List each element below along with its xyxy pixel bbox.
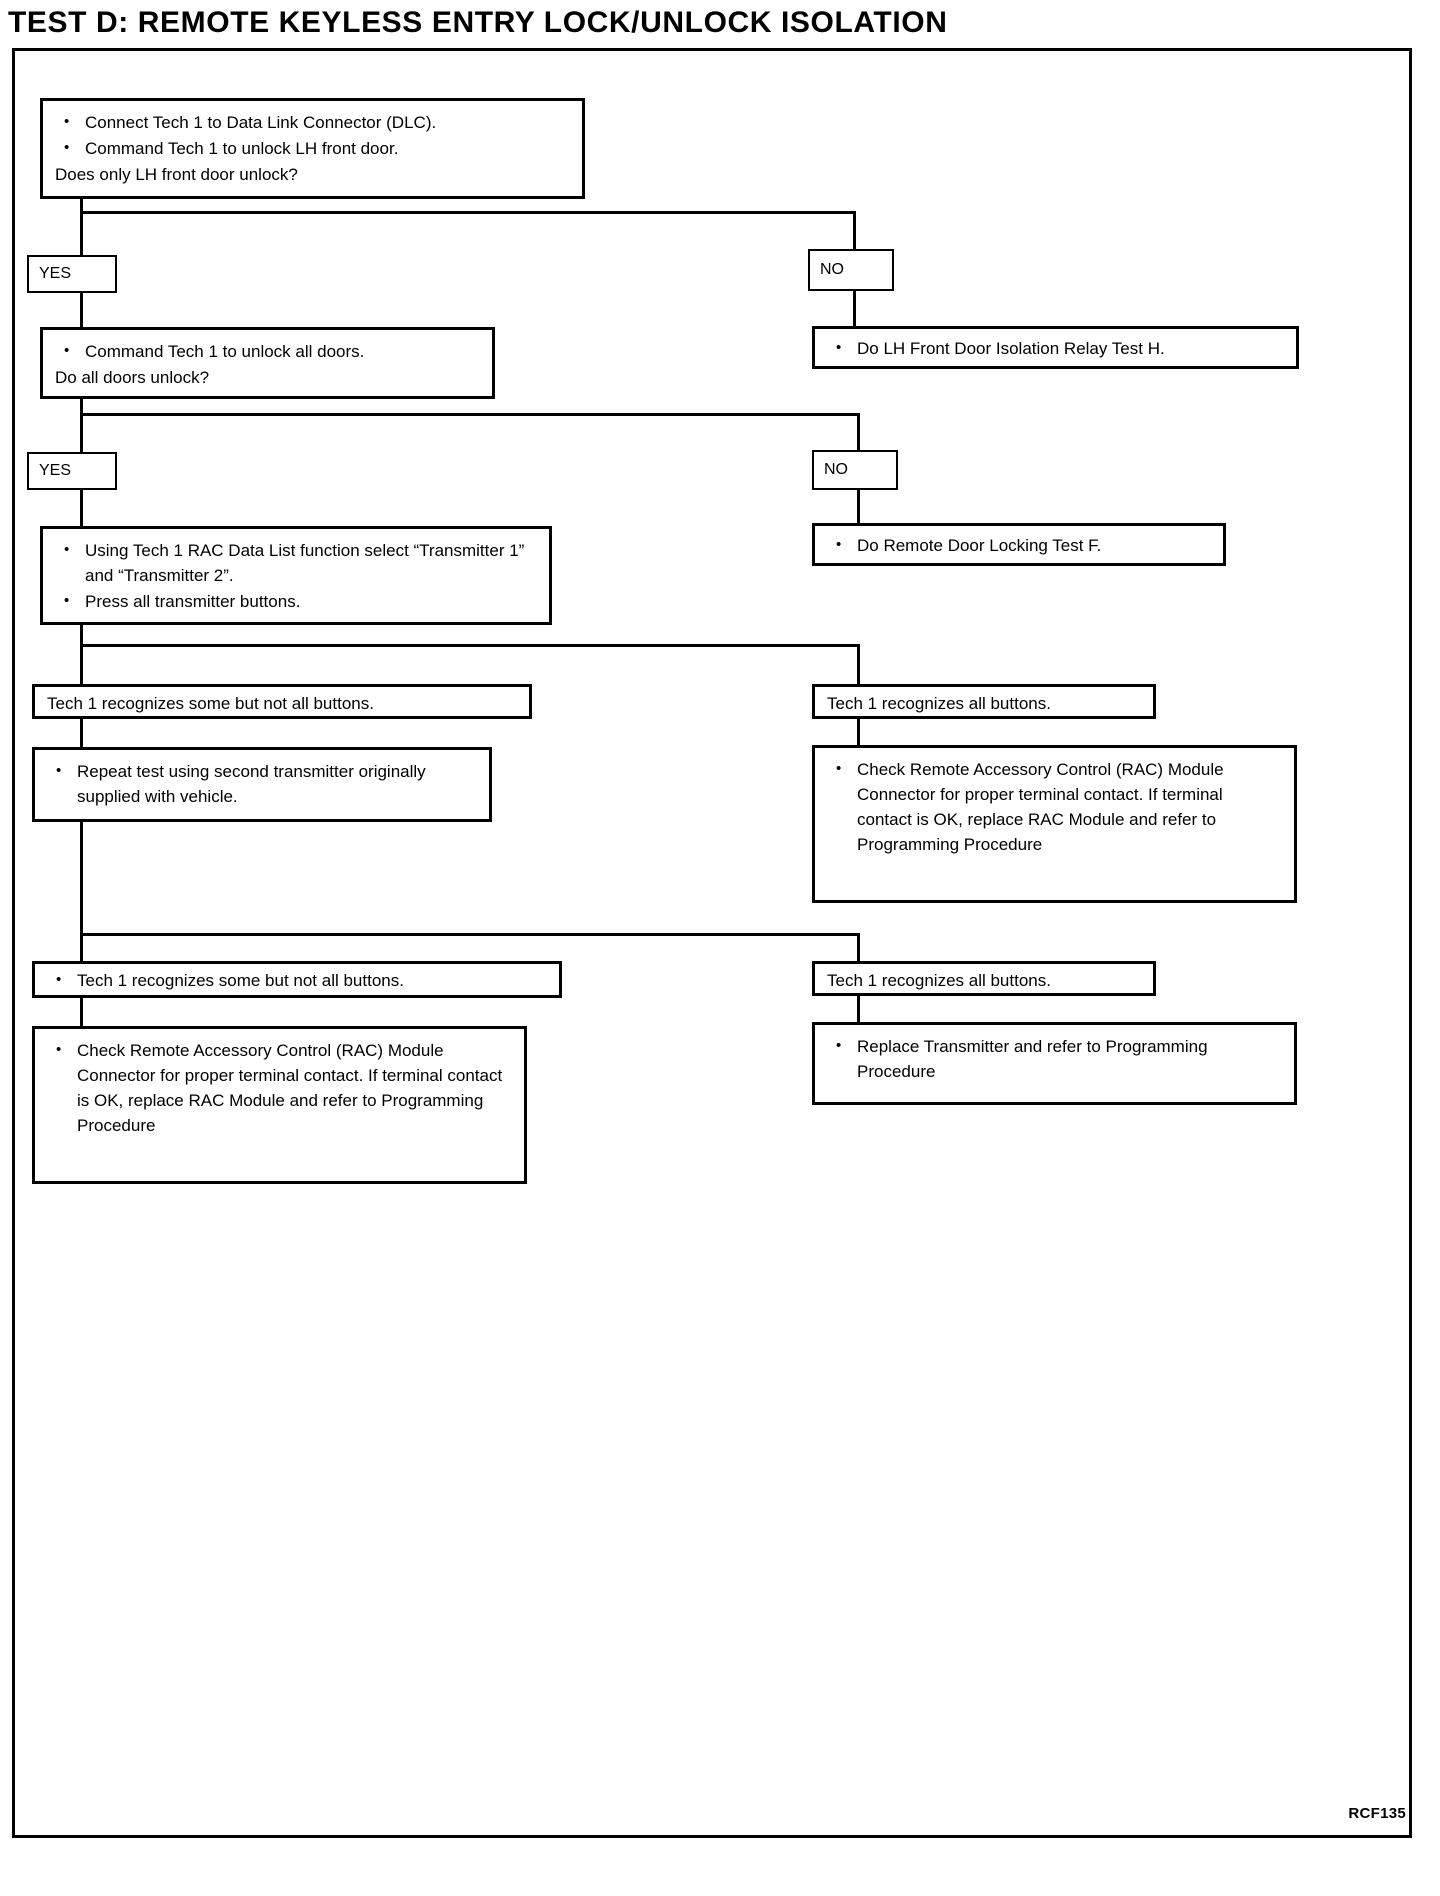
connector-unlockall-down [80,396,83,416]
page-title: TEST D: REMOTE KEYLESS ENTRY LOCK/UNLOCK… [8,6,948,39]
tag-yes-2-label: YES [39,462,72,479]
unlock-all-question: Do all doors unlock? [55,368,210,387]
unlock-all-bullet-1: Command Tech 1 to unlock all doors. [55,338,480,364]
tag-yes-1-label: YES [39,265,72,282]
relay-test-h-bullet-1: Do LH Front Door Isolation Relay Test H. [827,335,1284,361]
connector-split-4 [80,933,860,936]
node-check-rac-right: Check Remote Accessory Control (RAC) Mod… [812,745,1297,903]
node-all-buttons-1: Tech 1 recognizes all buttons. [812,684,1156,719]
diagram-frame [12,48,1412,1838]
all-buttons-2-text: Tech 1 recognizes all buttons. [827,971,1051,990]
connector-split-4-right-down [857,933,860,966]
connector-no2-down [857,488,860,525]
tag-no-1-label: NO [820,261,844,278]
node-some-buttons-2: Tech 1 recognizes some but not all butto… [32,961,562,998]
check-rac-right-bullet-1: Check Remote Accessory Control (RAC) Mod… [827,756,1282,857]
node-replace-transmitter: Replace Transmitter and refer to Program… [812,1022,1297,1105]
replace-transmitter-bullet-1: Replace Transmitter and refer to Program… [827,1033,1282,1084]
start-bullet-1: Connect Tech 1 to Data Link Connector (D… [55,109,570,135]
connector-split-1-left-down [80,211,83,259]
connector-split-3-left-down [80,644,83,686]
connector-yes1-down [80,291,83,329]
connector-repeat-down [80,820,83,936]
node-some-buttons-1: Tech 1 recognizes some but not all butto… [32,684,532,719]
tag-yes-2: YES [27,452,117,490]
tag-no-2-label: NO [824,461,848,478]
connector-split-2 [80,413,860,416]
tag-yes-1: YES [27,255,117,293]
node-repeat-test: Repeat test using second transmitter ori… [32,747,492,822]
node-check-rac-left: Check Remote Accessory Control (RAC) Mod… [32,1026,527,1184]
connector-split-3 [80,644,860,647]
start-bullet-2: Command Tech 1 to unlock LH front door. [55,135,570,161]
connector-split-3-right-down [857,644,860,686]
connector-allbtn1-down [857,717,860,747]
all-buttons-1-text: Tech 1 recognizes all buttons. [827,694,1051,713]
some-buttons-2-bullet-1: Tech 1 recognizes some but not all butto… [47,967,547,993]
rac-data-list-bullet-2: Press all transmitter buttons. [55,588,537,614]
start-question: Does only LH front door unlock? [55,165,298,184]
footer-code: RCF135 [1348,1805,1406,1822]
connector-somebtn2-down [80,995,83,1028]
node-remote-door-locking-f: Do Remote Door Locking Test F. [812,523,1226,566]
connector-no1-down [853,291,856,328]
node-start: Connect Tech 1 to Data Link Connector (D… [40,98,585,199]
connector-start-down [80,198,83,214]
connector-split-4-left-down [80,933,83,966]
connector-split-2-right-down [857,413,860,453]
tag-no-1: NO [808,249,894,291]
connector-allbtn2-down [857,995,860,1027]
node-all-buttons-2: Tech 1 recognizes all buttons. [812,961,1156,996]
connector-racdata-down [80,623,83,647]
repeat-test-bullet-1: Repeat test using second transmitter ori… [47,758,477,809]
connector-somebtn1-down [80,717,83,749]
tag-no-2: NO [812,450,898,490]
node-rac-data-list: Using Tech 1 RAC Data List function sele… [40,526,552,625]
connector-split-1 [80,211,856,214]
connector-split-1-right-down [853,211,856,253]
some-buttons-1-text: Tech 1 recognizes some but not all butto… [47,694,374,713]
check-rac-left-bullet-1: Check Remote Accessory Control (RAC) Mod… [47,1037,512,1138]
connector-split-2-left-down [80,413,83,456]
node-unlock-all: Command Tech 1 to unlock all doors. Do a… [40,327,495,399]
node-relay-test-h: Do LH Front Door Isolation Relay Test H. [812,326,1299,369]
connector-yes2-down [80,488,83,528]
rac-data-list-bullet-1: Using Tech 1 RAC Data List function sele… [55,537,537,588]
remote-door-locking-f-bullet-1: Do Remote Door Locking Test F. [827,532,1211,558]
